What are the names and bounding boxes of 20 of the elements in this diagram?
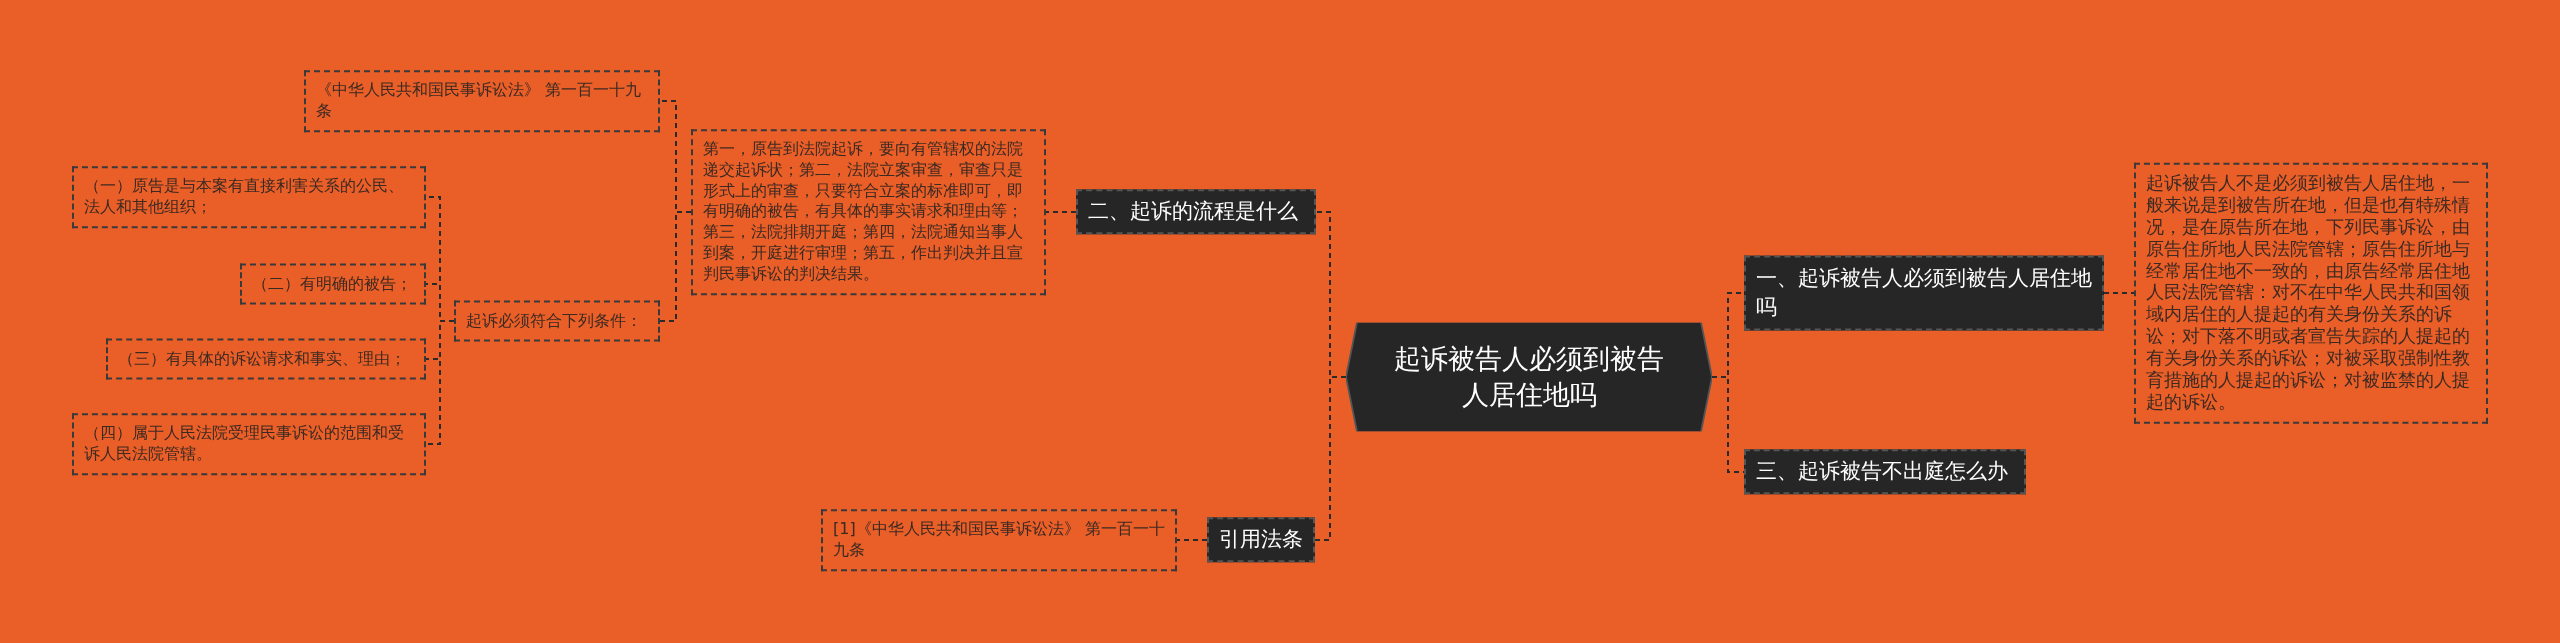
note-box: 起诉必须符合下列条件： (454, 300, 660, 342)
connector-line (659, 211, 692, 322)
note-box: 第一，原告到法院起诉，要向有管辖权的法院递交起诉状；第二，法院立案审查，审查只是形式上的审查，只要符合立案的标准即可，即有明确的被告，有具体的事实请求和理由等；第三，法院排期开庭；第四，法院通知当事人到案，开庭进行审理；第五，作出判决并且宣判民事诉讼的判决结果。 (691, 129, 1046, 295)
connector-line (1045, 211, 1077, 213)
note-box: 起诉被告人不是必须到被告人居住地，一般来说是到被告所在地，但是也有特殊情况，是在原告所在地，下列民事诉讼，由原告住所地人民法院管辖；原告住所地与经常居住地不一致的，由原告经常居住地人民法院管辖：对不在中华人民共和国领域内居住的人提起的有关身份关系的诉讼；对下落不明或者宣告失踪的人提起的有关身份关系的诉讼；对被采取强制性教育措施的人提起的诉讼；对被监禁的人提起的诉讼。 (2134, 162, 2488, 424)
central-topic: 起诉被告人必须到被告人居住地吗 (1346, 322, 1712, 432)
note-box: [1]《中华人民共和国民事诉讼法》 第一百一十九条 (821, 509, 1177, 571)
topic-box: 引用法条 (1207, 517, 1315, 563)
connector-line (1314, 376, 1347, 541)
note-box: 《中华人民共和国民事诉讼法》 第一百一十九条 (304, 70, 660, 132)
note-box: （二）有明确的被告； (240, 263, 426, 305)
connector-line (1176, 539, 1208, 541)
topic-box: 二、起诉的流程是什么 (1076, 189, 1316, 235)
note-box: （一）原告是与本案有直接利害关系的公民、法人和其他组织； (72, 166, 426, 228)
note-box: （四）属于人民法院受理民事诉讼的范围和受诉人民法院管辖。 (72, 413, 426, 475)
topic-box: 三、起诉被告不出庭怎么办 (1744, 449, 2026, 495)
topic-box: 一、起诉被告人必须到被告人居住地吗 (1744, 255, 2104, 331)
connector-line (425, 320, 455, 445)
connector-line (2103, 292, 2135, 294)
note-box: （三）有具体的诉讼请求和事实、理由； (106, 338, 426, 380)
